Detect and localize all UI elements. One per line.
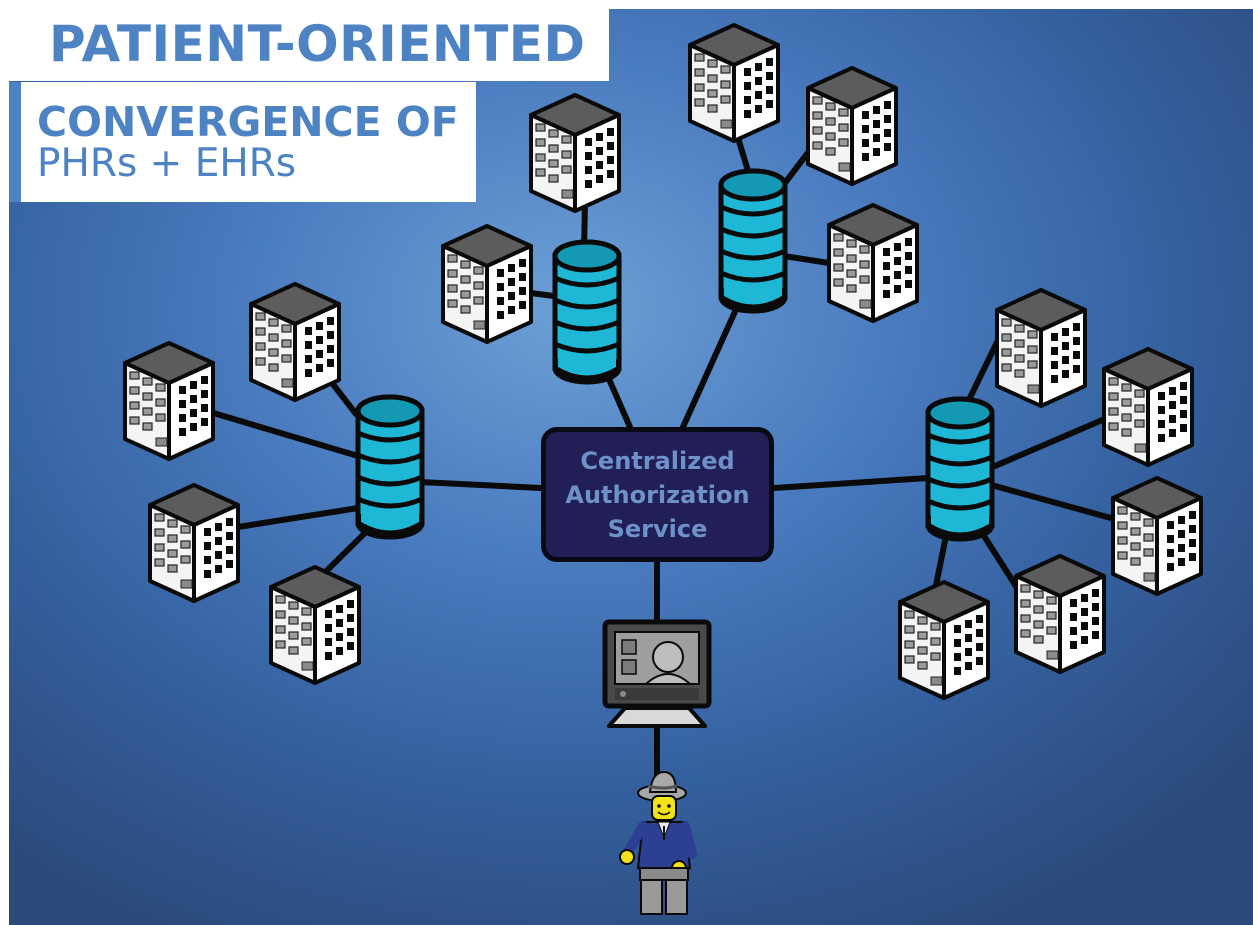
hub-label: Centralized Authorization Service (565, 446, 750, 543)
hospital-building-icon (827, 203, 919, 323)
hospital-building-icon (688, 23, 780, 143)
database-left-icon (358, 397, 422, 537)
database-right-icon (928, 399, 992, 539)
connection-lines (207, 125, 1121, 778)
subtitle-accent-bar (9, 82, 21, 202)
hospital-building-icon (269, 565, 361, 685)
database-top-center-icon (555, 242, 619, 382)
hospital-building-icon (806, 66, 898, 186)
subtitle-panel (21, 82, 476, 202)
computer-monitor-icon (602, 619, 712, 728)
hospital-building-icon (1111, 476, 1203, 596)
subtitle-line-2: PHRs + EHRs (37, 141, 297, 186)
title-panel: PATIENT-ORIENTED (9, 9, 609, 81)
database-top-right-icon (721, 171, 785, 311)
hospital-building-icon (898, 580, 990, 700)
hospital-building-icon (995, 288, 1087, 408)
hospital-building-icon (1102, 347, 1194, 467)
hospital-building-icon (123, 341, 215, 461)
hospital-building-icon (1014, 554, 1106, 674)
hospital-building-icon (249, 282, 341, 402)
hospital-building-icon (529, 93, 621, 213)
hospital-building-icon (148, 483, 240, 603)
page-title: PATIENT-ORIENTED (49, 15, 586, 73)
patient-figure-icon (619, 770, 697, 915)
subtitle-line-1: CONVERGENCE OF (37, 98, 459, 146)
hospital-building-icon (441, 224, 533, 344)
centralized-authorization-service-node: Centralized Authorization Service (541, 427, 774, 562)
